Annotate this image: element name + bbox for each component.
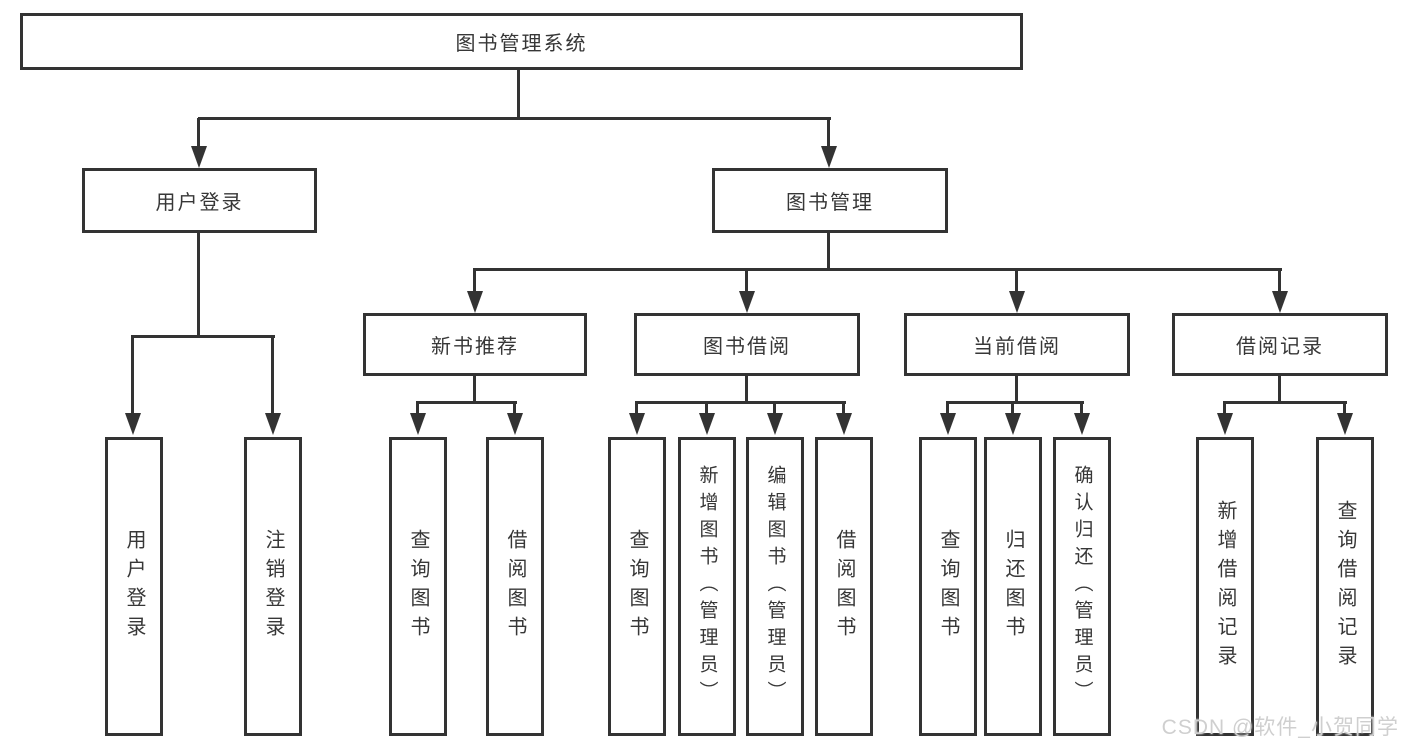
connector-line [842,402,845,414]
connector-line [827,118,830,148]
connector-line [1278,376,1281,403]
leaf-query-books-current: 查询图书 [919,437,977,736]
down-arrow-icon [767,413,783,435]
connector-line [197,233,200,337]
node-label: 用户登录 [155,192,244,214]
down-arrow-icon [1337,413,1353,435]
connector-line [1015,269,1018,292]
leaf-query-borrow-record: 查询借阅记录 [1316,437,1374,736]
leaf-return-books: 归还图书 [984,437,1042,736]
connector-line [416,401,517,404]
connector-line [473,268,1282,271]
down-arrow-icon [1009,291,1025,313]
connector-line [1011,402,1014,414]
down-arrow-icon [1272,291,1288,313]
leaf-user-login: 用户登录 [105,437,163,736]
node-label: 图书管理 [786,192,874,214]
node-label: 确认归还（管理员） [1071,465,1093,708]
node-label: 编辑图书（管理员） [764,465,786,708]
down-arrow-icon [507,413,523,435]
down-arrow-icon [836,413,852,435]
leaf-add-borrow-record: 新增借阅记录 [1196,437,1254,736]
node-label: 图书借阅 [703,336,791,358]
down-arrow-icon [1005,413,1021,435]
leaf-logout: 注销登录 [244,437,302,736]
node-borrowing-records: 借阅记录 [1172,313,1388,376]
leaf-query-books-borrowing: 查询图书 [608,437,666,736]
leaf-query-books-recommend: 查询图书 [389,437,447,736]
down-arrow-icon [629,413,645,435]
connector-line [197,118,200,148]
down-arrow-icon [940,413,956,435]
connector-line [745,376,748,403]
node-label: 图书管理系统 [455,33,588,55]
connector-line [773,402,776,414]
connector-line [131,335,275,338]
node-book-management: 图书管理 [712,168,948,233]
node-label: 当前借阅 [973,336,1061,358]
connector-line [635,401,846,404]
node-book-borrowing: 图书借阅 [634,313,860,376]
connector-line [1080,402,1083,414]
connector-line [946,401,1084,404]
connector-line [131,336,134,414]
node-label: 新增图书（管理员） [696,465,718,708]
connector-line [635,402,638,414]
csdn-watermark: CSDN @软件_小贺同学 [1161,716,1399,739]
down-arrow-icon [467,291,483,313]
leaf-borrow-books: 借阅图书 [815,437,873,736]
connector-line [517,69,520,118]
down-arrow-icon [265,413,281,435]
node-current-borrowing: 当前借阅 [904,313,1130,376]
connector-line [1343,402,1346,414]
node-label: 用户登录 [123,528,145,645]
node-label: 借阅图书 [833,528,855,645]
connector-line [827,233,830,270]
connector-line [1223,401,1347,404]
node-label: 归还图书 [1002,528,1024,645]
node-user-login: 用户登录 [82,168,317,233]
node-label: 查询图书 [626,528,648,645]
node-label: 借阅图书 [504,528,526,645]
leaf-add-books-admin: 新增图书（管理员） [678,437,736,736]
node-label: 借阅记录 [1236,336,1324,358]
connector-line [513,402,516,414]
leaf-confirm-return-admin: 确认归还（管理员） [1053,437,1111,736]
connector-line [416,402,419,414]
down-arrow-icon [410,413,426,435]
connector-line [473,269,476,292]
down-arrow-icon [1074,413,1090,435]
connector-line [1223,402,1226,414]
down-arrow-icon [191,146,207,168]
node-label: 新书推荐 [431,336,519,358]
down-arrow-icon [1217,413,1233,435]
connector-line [705,402,708,414]
node-label: 查询借阅记录 [1334,499,1356,674]
down-arrow-icon [699,413,715,435]
node-book-management-system: 图书管理系统 [20,13,1023,70]
down-arrow-icon [125,413,141,435]
connector-line [473,376,476,403]
connector-line [1278,269,1281,292]
connector-line [745,269,748,292]
leaf-borrow-books-recommend: 借阅图书 [486,437,544,736]
down-arrow-icon [739,291,755,313]
node-label: 注销登录 [262,528,284,645]
node-label: 新增借阅记录 [1214,499,1236,674]
node-label: 查询图书 [937,528,959,645]
down-arrow-icon [821,146,837,168]
connector-line [946,402,949,414]
connector-line [1015,376,1018,403]
node-new-book-recommendation: 新书推荐 [363,313,587,376]
connector-line [271,336,274,414]
connector-line [198,117,831,120]
node-label: 查询图书 [407,528,429,645]
leaf-edit-books-admin: 编辑图书（管理员） [746,437,804,736]
